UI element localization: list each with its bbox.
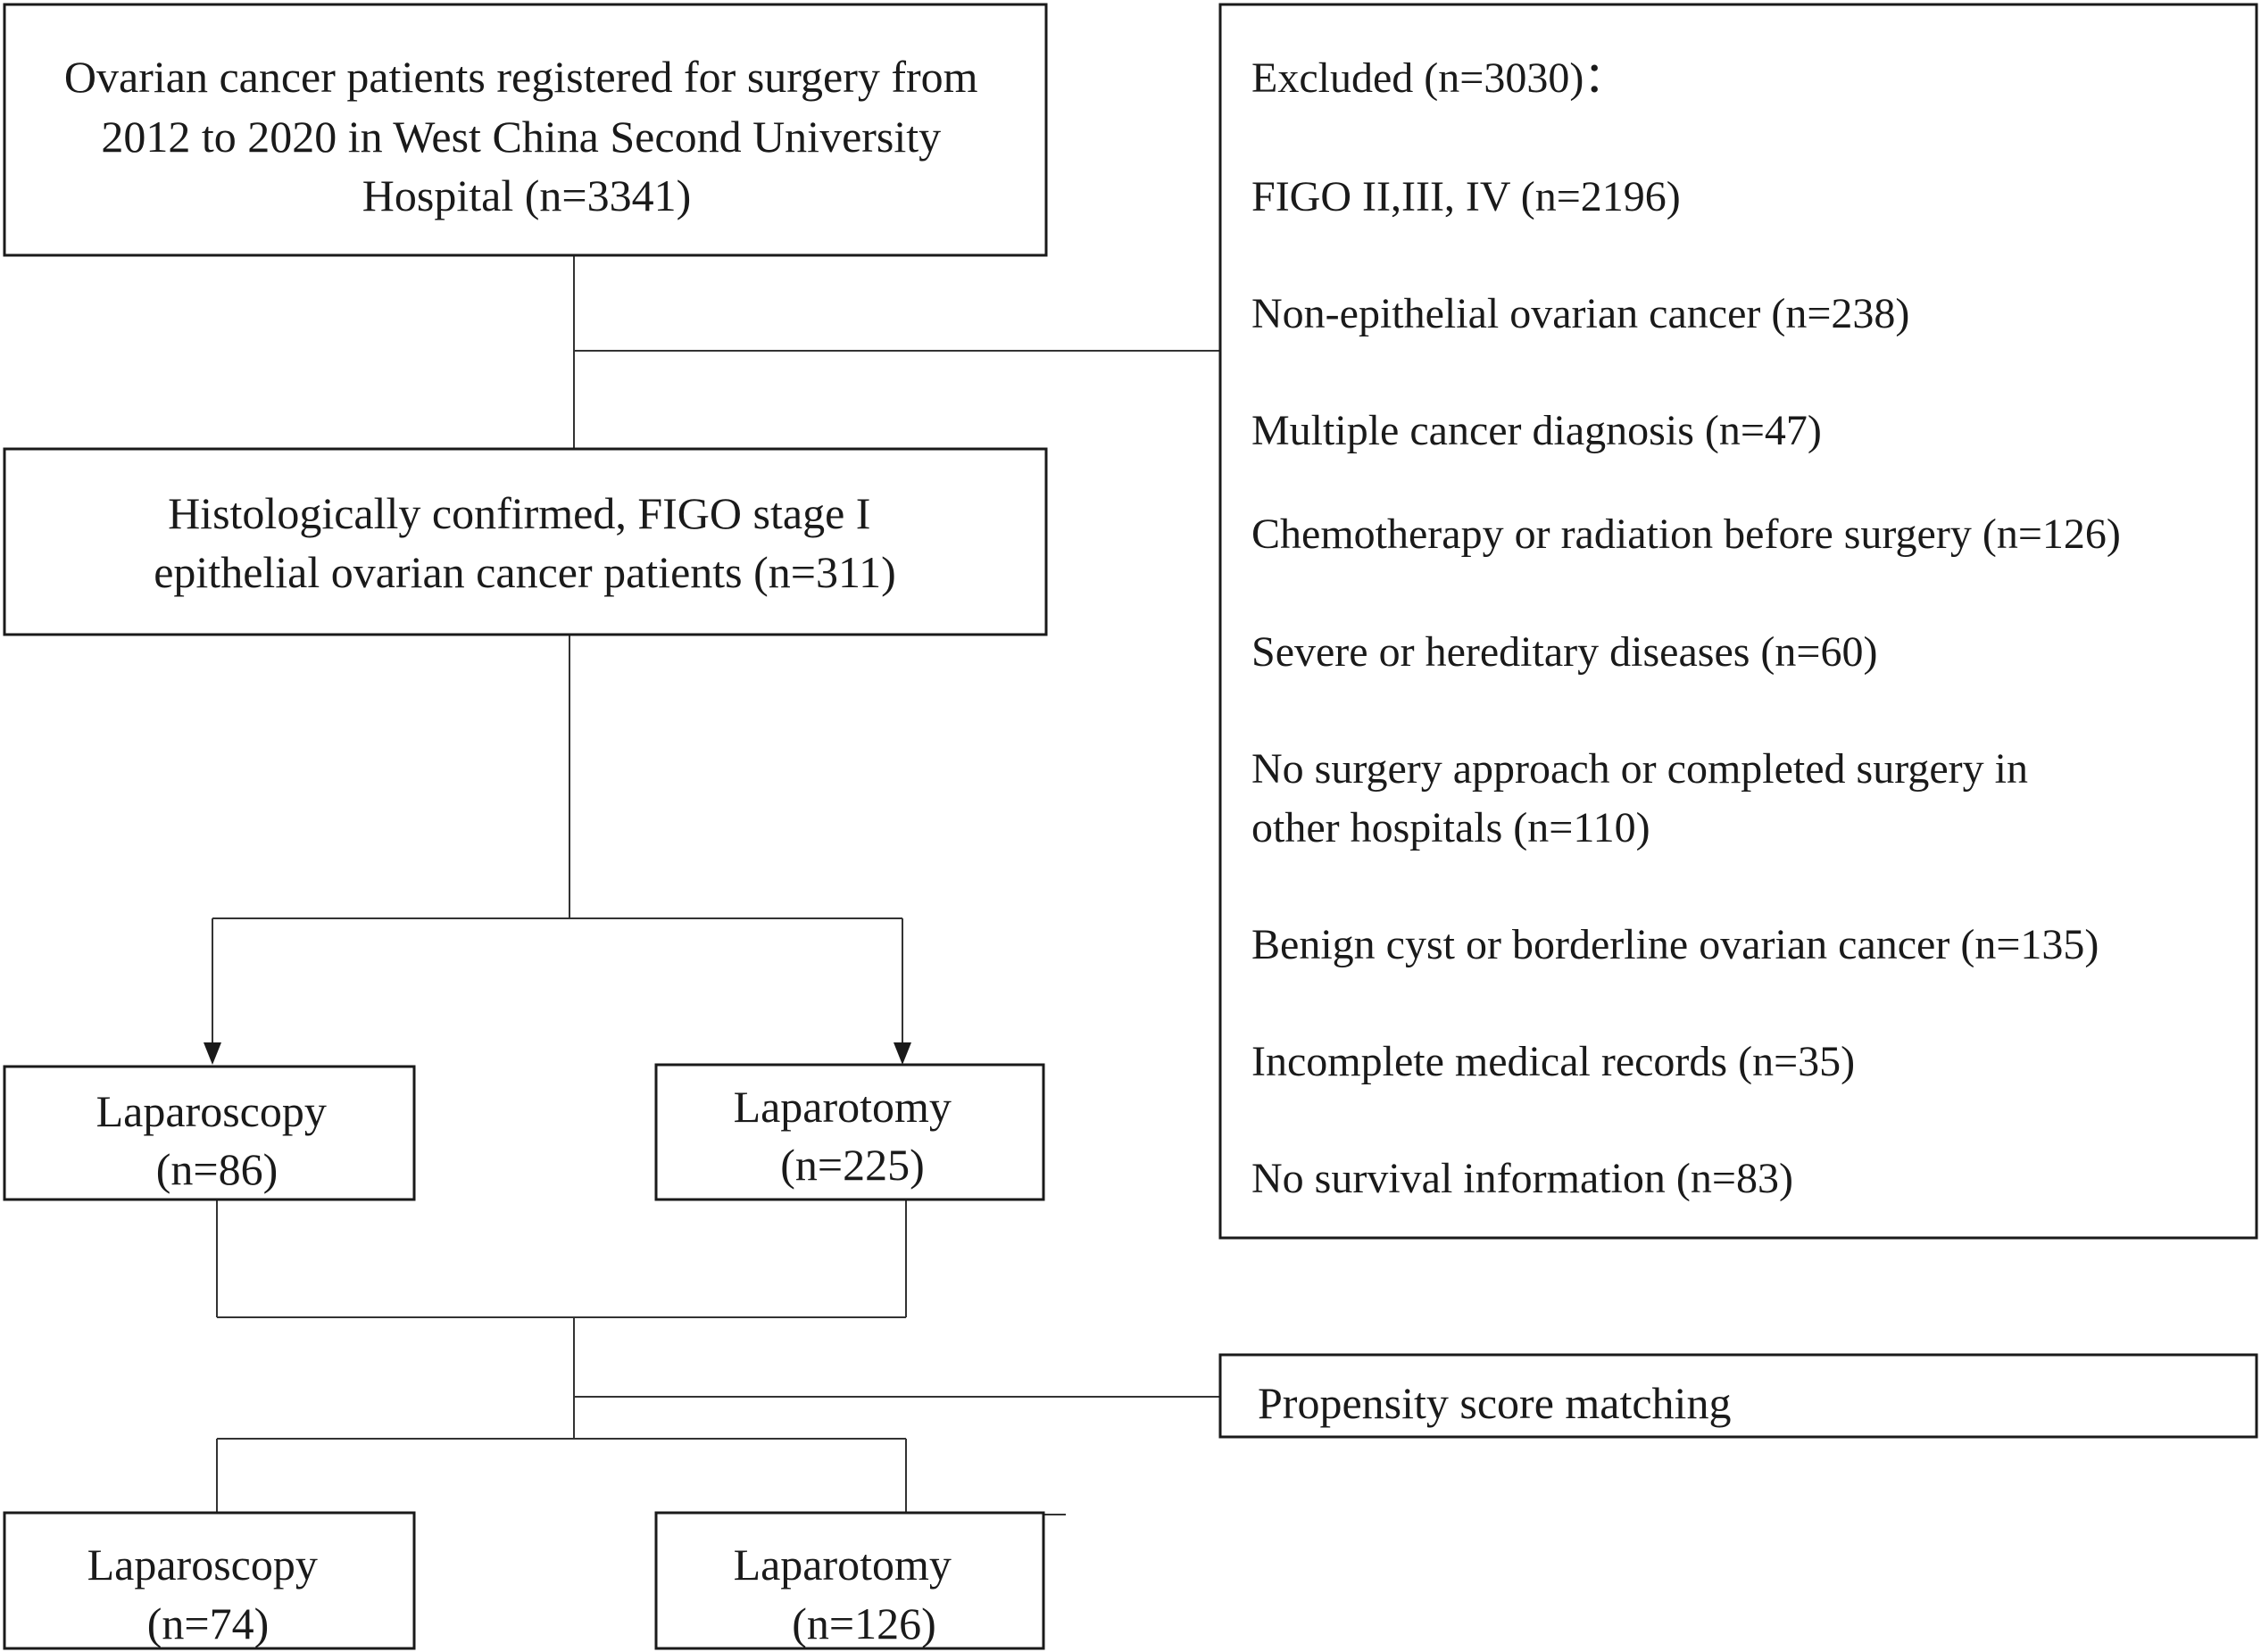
eligible-box: Histologically confirmed, FIGO stage I e… (3, 447, 1048, 636)
excluded-item-chemo-radiation: Chemotherapy or radiation before surgery… (1251, 511, 2121, 558)
excluded-item-multiple-cancer: Multiple cancer diagnosis (n=47) (1251, 407, 1822, 454)
laparoscopy-after-label: Laparoscopy (87, 1540, 318, 1590)
matching-box-text: Propensity score matching (1258, 1378, 1731, 1428)
connectors (204, 255, 1220, 1515)
source-line-3: Hospital (n=3341) (362, 170, 691, 220)
laparoscopy-box-before: Laparoscopy (n=86) (3, 1065, 416, 1201)
laparoscopy-before-count: (n=86) (156, 1144, 278, 1194)
laparoscopy-box-after: Laparoscopy (n=74) (3, 1511, 416, 1650)
source-box-text: Ovarian cancer patients registered for s… (64, 52, 989, 220)
matching-box: Propensity score matching (1218, 1353, 2258, 1439)
source-line-1: Ovarian cancer patients registered for s… (64, 52, 978, 102)
excluded-item-non-epithelial: Non-epithelial ovarian cancer (n=238) (1251, 290, 1909, 337)
matching-label: Propensity score matching (1258, 1378, 1731, 1428)
laparotomy-after-label: Laparotomy (734, 1540, 952, 1590)
arrow-to-laparotomy (894, 1042, 911, 1065)
laparoscopy-before-text: Laparoscopy (n=86) (96, 1086, 338, 1194)
laparotomy-before-count: (n=225) (780, 1140, 925, 1190)
excluded-item-incomplete-records: Incomplete medical records (n=35) (1251, 1038, 1855, 1085)
excluded-item-no-surgery-line-1: No surgery approach or completed surgery… (1251, 745, 2028, 793)
eligible-box-text: Histologically confirmed, FIGO stage I e… (154, 488, 896, 597)
laparotomy-box-after: Laparotomy (n=126) (654, 1511, 1045, 1650)
laparotomy-before-label: Laparotomy (734, 1082, 952, 1132)
laparoscopy-after-text: Laparoscopy (n=74) (87, 1540, 329, 1648)
laparotomy-box-before: Laparotomy (n=225) (654, 1063, 1045, 1201)
eligible-line-2: epithelial ovarian cancer patients (n=31… (154, 547, 896, 597)
arrow-to-laparoscopy (204, 1042, 221, 1065)
excluded-box: Excluded (n=3030)： FIGO II,III, IV (n=21… (1218, 3, 2258, 1240)
laparoscopy-before-label: Laparoscopy (96, 1086, 327, 1136)
laparotomy-after-count: (n=126) (792, 1598, 936, 1648)
eligible-line-1: Histologically confirmed, FIGO stage I (168, 488, 870, 538)
excluded-title: Excluded (n=3030)： (1251, 54, 1626, 102)
laparoscopy-after-count: (n=74) (147, 1598, 270, 1648)
excluded-item-severe-disease: Severe or hereditary diseases (n=60) (1251, 628, 1877, 676)
laparotomy-after-text: Laparotomy (n=126) (734, 1540, 963, 1648)
laparotomy-before-text: Laparotomy (n=225) (734, 1082, 963, 1190)
excluded-item-no-surgery-line-2: other hospitals (n=110) (1251, 804, 1650, 851)
excluded-item-no-survival: No survival information (n=83) (1251, 1155, 1793, 1202)
excluded-item-figo: FIGO II,III, IV (n=2196) (1251, 173, 1681, 220)
source-box: Ovarian cancer patients registered for s… (3, 3, 1048, 257)
source-line-2: 2012 to 2020 in West China Second Univer… (101, 112, 941, 162)
excluded-box-text: Excluded (n=3030)： FIGO II,III, IV (n=21… (1251, 54, 2132, 1202)
excluded-item-benign: Benign cyst or borderline ovarian cancer… (1251, 921, 2099, 968)
